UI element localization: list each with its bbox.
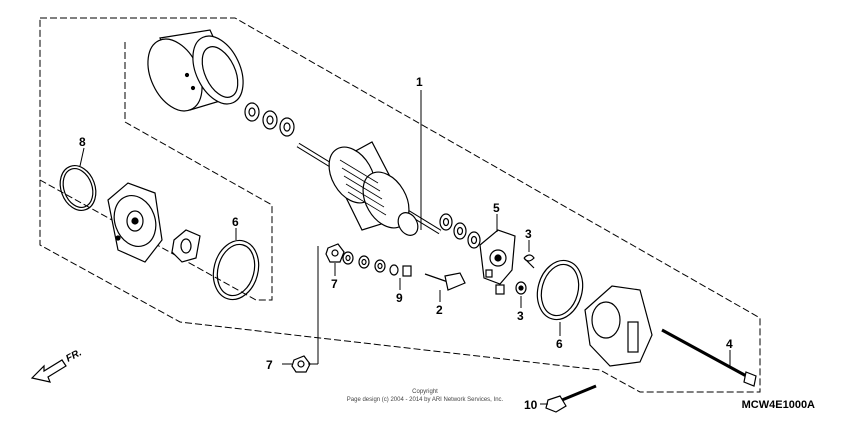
- callout-8: 8: [79, 135, 86, 149]
- callout-7-lower: 7: [266, 358, 273, 372]
- bolt-part-10: [545, 384, 597, 413]
- front-cover-part: [107, 182, 163, 263]
- yoke-part: [147, 29, 244, 112]
- copyright-line-2: Page design (c) 2004 - 2014 by ARI Netwo…: [347, 397, 504, 403]
- callout-9: 9: [396, 291, 403, 305]
- nut-part-7-lower: [291, 355, 311, 373]
- callout-6-right: 6: [556, 337, 563, 351]
- leader-lines: [79, 90, 731, 405]
- o-ring-part-9: [402, 265, 412, 277]
- brush-spring-part-3-upper: [523, 254, 535, 269]
- callout-5: 5: [493, 201, 500, 215]
- rear-cover-part: [584, 285, 653, 367]
- brush-holder-part-5: [479, 229, 516, 295]
- armature-part: [296, 141, 442, 236]
- terminal-bolt-part-2: [424, 272, 466, 291]
- callout-2: 2: [436, 303, 443, 317]
- gasket-part-6-left: [212, 239, 260, 301]
- gasket-part-6-right: [536, 259, 584, 321]
- callout-3-lower: 3: [517, 309, 524, 323]
- callout-10: 10: [524, 398, 538, 412]
- nut-part-7-upper: [325, 243, 345, 263]
- through-bolt-part-4: [661, 328, 757, 387]
- front-direction-indicator: FR.: [30, 347, 84, 383]
- callout-4: 4: [726, 337, 733, 351]
- bracket-plate: [171, 229, 201, 263]
- o-ring-part-8: [59, 165, 97, 211]
- diagram-code: MCW4E1000A: [742, 399, 815, 411]
- callout-3-upper: 3: [525, 227, 532, 241]
- assembly-outline: [39, 17, 761, 393]
- callout-1: 1: [416, 75, 423, 89]
- copyright-line-1: Copyright: [412, 389, 438, 395]
- callout-7-upper: 7: [331, 277, 338, 291]
- front-label: FR.: [64, 347, 83, 364]
- front-arrow-icon: [30, 359, 67, 383]
- brush-spring-part-3-lower: [515, 281, 527, 295]
- yoke-outline: [39, 42, 273, 301]
- terminal-washers: [342, 251, 399, 276]
- armature-washers: [439, 213, 481, 249]
- yoke-washers: [244, 102, 295, 137]
- callout-6-left: 6: [232, 215, 239, 229]
